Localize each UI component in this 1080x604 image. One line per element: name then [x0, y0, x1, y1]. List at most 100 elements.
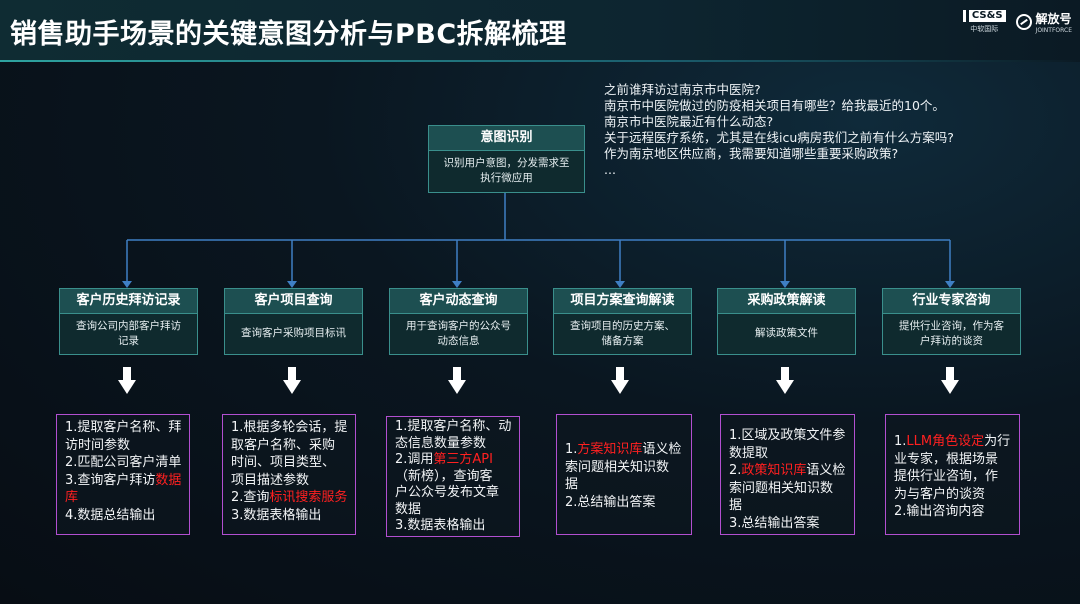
intent-recognition-box: 意图识别 识别用户意图，分发需求至 执行微应用 — [428, 125, 585, 193]
step-text: 为与客户的谈资 — [894, 486, 986, 502]
step-text: 4.数据总结输出 — [65, 507, 156, 523]
down-arrow-icon — [448, 367, 466, 395]
step-line: 2.查询标讯搜索服务 — [231, 489, 349, 507]
card-description-line: 查询客户采购项目标讯 — [241, 327, 346, 339]
card-customer-project-query: 客户项目查询 查询客户采购项目标讯 — [224, 288, 363, 355]
down-arrow-icon — [941, 367, 959, 395]
step-line: 据 — [565, 476, 685, 494]
csas-logo: CS&S 中软国际 — [962, 10, 1006, 34]
step-line: 2.调用第三方API — [395, 452, 513, 469]
card-description: 用于查询客户的公众号 动态信息 — [390, 314, 527, 349]
step-line: 2.政策知识库语义检 — [729, 462, 848, 480]
step-line: 态信息数量参数 — [395, 436, 513, 453]
step-text: 1.提取客户名称、拜 — [65, 420, 182, 435]
intent-title: 意图识别 — [429, 126, 584, 151]
step-text: 2.总结输出答案 — [565, 494, 656, 510]
jointforce-logo-name: 解放号 — [1035, 12, 1072, 26]
step-text: 为行 — [984, 434, 1011, 449]
step-text: 语义检 — [806, 463, 846, 478]
example-queries: 之前谁拜访过南京市中医院? 南京市中医院做过的防疫相关项目有哪些？给我最近的10… — [604, 82, 1014, 178]
card-description-line: 提供行业咨询，作为客 — [899, 320, 1004, 332]
intent-description-line: 识别用户意图，分发需求至 — [443, 157, 570, 169]
step-line: 1.提取客户名称、拜 — [65, 419, 183, 437]
step-line: 时间、项目类型、 — [231, 454, 349, 472]
step-line: 2.输出咨询内容 — [894, 503, 1013, 521]
card-description: 查询项目的历史方案、 储备方案 — [554, 314, 691, 349]
card-title: 客户动态查询 — [390, 289, 527, 314]
title-bar — [0, 0, 1080, 62]
step-text: 3.数据表格输出 — [231, 507, 322, 523]
card-description: 查询客户采购项目标讯 — [225, 314, 362, 341]
step-line: 数据 — [395, 502, 513, 519]
example-query: 关于远程医疗系统，尤其是在线icu病房我们之前有什么方案吗? — [604, 130, 954, 145]
step-text: 语义检 — [642, 442, 682, 457]
card-description-line: 查询项目的历史方案、 — [570, 320, 675, 332]
step-text: 2.查询 — [231, 490, 270, 505]
card-description-line: 解读政策文件 — [755, 327, 818, 339]
step-text: 数提取 — [729, 445, 769, 461]
card-description-line: 查询公司内部客户拜访 — [76, 320, 181, 332]
arrowhead-6 — [945, 281, 955, 288]
step-text: 2. — [729, 463, 742, 478]
step-text: 户公众号发布文章 — [395, 485, 500, 500]
example-query: 之前谁拜访过南京市中医院? — [604, 82, 761, 97]
arrowhead-5 — [780, 281, 790, 288]
step-line: 3.数据表格输出 — [231, 507, 349, 525]
card-title: 客户项目查询 — [225, 289, 362, 314]
card-title: 客户历史拜访记录 — [60, 289, 197, 314]
card-title: 项目方案查询解读 — [554, 289, 691, 314]
csas-logo-sub: 中软国际 — [970, 25, 999, 33]
card-description-line: 储备方案 — [601, 335, 644, 347]
example-query: 作为南京地区供应商，我需要知道哪些重要采购政策? — [604, 146, 899, 161]
arrowhead-4 — [615, 281, 625, 288]
example-query: 南京市中医院做过的防疫相关项目有哪些？给我最近的10个。 — [604, 98, 945, 113]
step-line: 数提取 — [729, 445, 848, 463]
step-text: 3.查询客户拜访 — [65, 472, 156, 488]
step-line: 取客户名称、采购 — [231, 437, 349, 455]
step-line: 业专家，根据场景 — [894, 451, 1013, 469]
step-text: 2.调用 — [395, 452, 434, 467]
card-project-solution-query: 项目方案查询解读 查询项目的历史方案、 储备方案 — [553, 288, 692, 355]
step-line: 户公众号发布文章 — [395, 485, 513, 502]
step-text: 1. — [565, 442, 578, 457]
step-line: 索问题相关知识数 — [565, 459, 685, 477]
page-title: 销售助手场景的关键意图分析与PBC拆解梳理 — [10, 19, 567, 50]
step-text: 态信息数量参数 — [395, 435, 487, 451]
step-text: 取客户名称、采购 — [231, 437, 336, 453]
step-text: 1.区域及政策文件参 — [729, 428, 846, 443]
step-text: 索问题相关知识数 — [729, 480, 834, 496]
step-highlight-text: LLM角色设定 — [906, 434, 985, 449]
step-line: 4.数据总结输出 — [65, 507, 183, 525]
down-arrow-icon — [283, 367, 301, 395]
card-customer-visit-history: 客户历史拜访记录 查询公司内部客户拜访 记录 — [59, 288, 198, 355]
intent-description: 识别用户意图，分发需求至 执行微应用 — [429, 151, 584, 186]
step-text: 访时间参数 — [65, 437, 131, 453]
card-description: 查询公司内部客户拜访 记录 — [60, 314, 197, 349]
step-text: 1.提取客户名称、动 — [395, 419, 512, 434]
step-text: 据 — [729, 498, 743, 513]
jointforce-logo: 解放号 JOINTFORCE — [1015, 10, 1072, 34]
card-title: 行业专家咨询 — [883, 289, 1020, 314]
down-arrow-icon — [611, 367, 629, 395]
step-line: 3.查询客户拜访数据 — [65, 472, 183, 490]
jointforce-logo-sub: JOINTFORCE — [1035, 27, 1072, 34]
step-text: 项目描述参数 — [231, 472, 310, 488]
card-description-line: 户拜访的谈资 — [920, 335, 983, 347]
step-line: 项目描述参数 — [231, 472, 349, 490]
card-description: 解读政策文件 — [718, 314, 855, 341]
step-highlight-text: 数据 — [155, 472, 182, 488]
card-customer-activity-query: 客户动态查询 用于查询客户的公众号 动态信息 — [389, 288, 528, 355]
intent-description-line: 执行微应用 — [480, 172, 533, 184]
step-line: 3.数据表格输出 — [395, 518, 513, 535]
step-text: 提供行业咨询，作 — [894, 469, 999, 484]
down-arrow-icon — [776, 367, 794, 395]
logo-group: CS&S 中软国际 解放号 JOINTFORCE — [962, 10, 1072, 34]
step-line: 库 — [65, 489, 183, 507]
example-query: 南京市中医院最近有什么动态? — [604, 114, 774, 129]
jointforce-logo-icon — [1015, 14, 1032, 30]
step-highlight-text: 方案知识库 — [577, 442, 643, 457]
